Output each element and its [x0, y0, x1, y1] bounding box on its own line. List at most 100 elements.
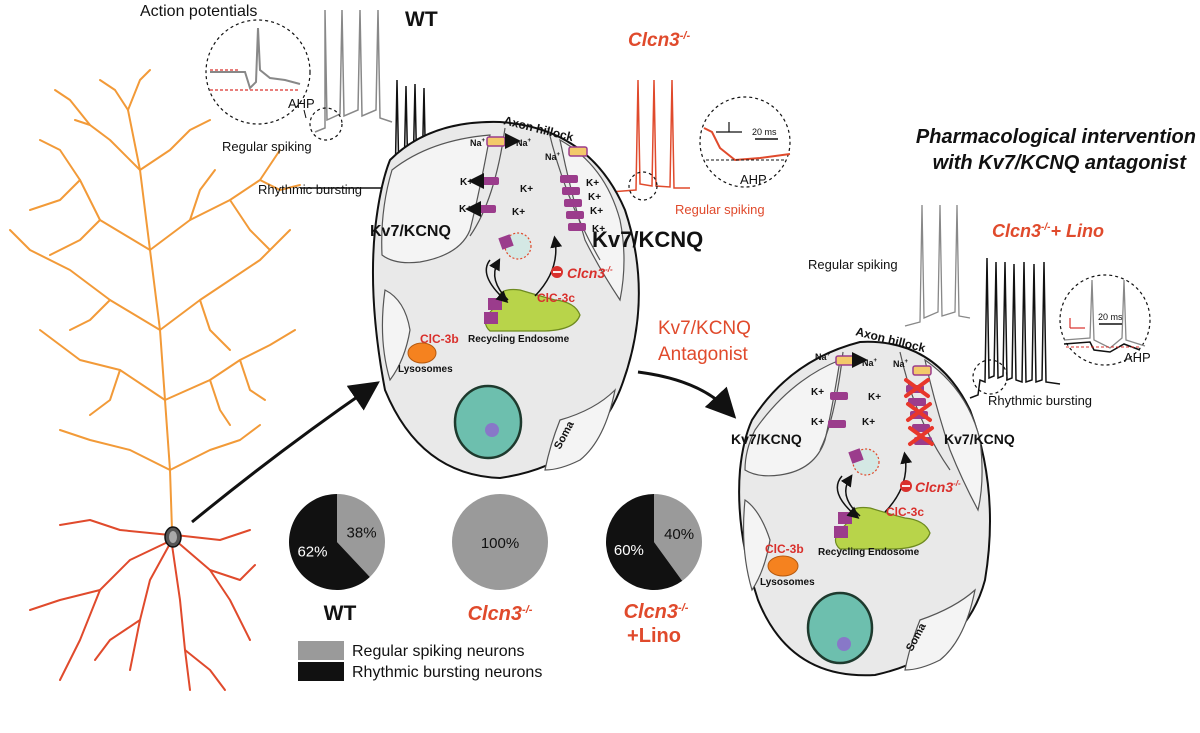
- pie-charts: 38% 62% 100% 40% 60%: [289, 494, 703, 591]
- cell2-lysosomes-label: Lysosomes: [760, 577, 815, 588]
- pie2-label: Clcn3-/-: [468, 603, 533, 625]
- pharm-regular-trace: [904, 204, 971, 327]
- cell2-dendrite-left: [744, 359, 841, 477]
- pharm-regular-spiking-label: Regular spiking: [808, 257, 898, 272]
- legend-rhythmic-label: Rhythmic bursting neurons: [352, 664, 542, 681]
- pyramidal-neuron: [9, 69, 301, 691]
- ko-regular-trace: [609, 79, 690, 193]
- cell2-dendrite-right: [924, 358, 983, 512]
- cell1-na-right-inner: Na+: [516, 138, 532, 148]
- pharm-scale-label: 20 ms: [1098, 312, 1123, 322]
- cell1-nucleolus: [485, 423, 499, 437]
- cell1-lysosome: [407, 342, 437, 364]
- cell2-blocked-channel-marks: [904, 378, 934, 446]
- cell1-clcn3-label: Clcn3-/-: [567, 265, 613, 281]
- pie3-rhythmic-slice: [606, 494, 683, 591]
- cell2-endosome-channel-1: [838, 512, 852, 524]
- cell1-traffic-arrow-2: [489, 258, 509, 301]
- cell1-process-lower-left: [381, 289, 411, 382]
- cell2-clc3b-label: ClC-3b: [765, 542, 804, 556]
- cell2-clc3c-label: ClC-3c: [886, 505, 924, 519]
- cell1-na-left: Na+: [470, 138, 486, 148]
- cell1-recycling-endosome: [484, 288, 581, 332]
- antagonist-line2: Antagonist: [658, 344, 749, 365]
- cell1-vesicle-channel: [498, 234, 514, 250]
- cell1-k-8: K+: [592, 224, 605, 235]
- lino-title: Clcn3-/-+ Lino: [992, 221, 1104, 241]
- cell2-na-left: Na+: [815, 352, 831, 362]
- pie1-rhythmic-label: 62%: [297, 544, 327, 561]
- pie1-regular-label: 38%: [347, 524, 377, 541]
- ko-zoom-trace: [703, 127, 791, 162]
- cell2-axon-left-edge: [819, 351, 844, 451]
- wt-zoom-circle: [205, 19, 311, 125]
- pharm-zoom-trace-black: [1063, 341, 1141, 353]
- antagonist-line1: Kv7/KCNQ: [658, 318, 751, 339]
- arrow-neuron-to-cell: [191, 381, 380, 524]
- cell1-recycling-label: Recycling Endosome: [468, 334, 570, 345]
- cell1-k-4: K+: [512, 207, 525, 218]
- pharm-title-line2: with Kv7/KCNQ antagonist: [933, 152, 1188, 174]
- pie1-regular-slice: [337, 494, 386, 577]
- neuron-nucleus: [169, 531, 177, 543]
- ko-zoom-circle: [699, 96, 791, 188]
- cell2-clcn3-label: Clcn3-/-: [915, 479, 961, 495]
- cell2-na-inner: Na+: [862, 358, 878, 368]
- legend-regular-label: Regular spiking neurons: [352, 643, 525, 660]
- cell2-kv-right-label: Kv7/KCNQ: [944, 431, 1015, 447]
- pie3-label-line2: +Lino: [627, 625, 681, 647]
- cell1-dendrite-left: [381, 134, 491, 264]
- apical-dendrites: [9, 69, 301, 531]
- pie3-rhythmic-label: 60%: [614, 542, 644, 559]
- pie3-regular-label: 40%: [664, 526, 694, 543]
- ko-title: Clcn3-/-: [628, 30, 690, 51]
- cell1-k-7: K+: [590, 206, 603, 217]
- pie1-label: WT: [324, 602, 357, 625]
- pharm-zoom-trace-gray: [1063, 279, 1146, 349]
- cell2-process-lower-right: [904, 588, 976, 671]
- pharm-small-circle: [972, 359, 1008, 395]
- wt-rhythmic-bursting-label: Rhythmic bursting: [258, 182, 362, 197]
- cell1-process-lower-right: [544, 388, 616, 471]
- cell2-na-right: Na+: [893, 359, 909, 369]
- cell1-axon-right-edge: [547, 127, 601, 261]
- pie2-regular-label: 100%: [481, 535, 519, 552]
- ko-regular-spiking-label: Regular spiking: [675, 202, 765, 217]
- cell2-k-2: K+: [811, 417, 824, 428]
- pharm-ahp-label: AHP: [1124, 350, 1151, 365]
- wt-ahp-label: AHP: [288, 96, 315, 111]
- cell1-endosome-channel-2: [484, 312, 498, 324]
- cell-wt-ko: Axon hillock Na+ Na+ Na+ K+ K+ K+ K+ K+ …: [370, 113, 703, 480]
- cell1-clc3c-label: ClC-3c: [537, 291, 575, 305]
- cell2-k-1: K+: [811, 387, 824, 398]
- cell1-clc3b-label: ClC-3b: [420, 332, 459, 346]
- pharm-burst-trace: [969, 257, 1061, 399]
- cell2-recycling-label: Recycling Endosome: [818, 547, 920, 558]
- cell1-k-1: K+: [460, 177, 473, 188]
- wt-regular-trace: [314, 9, 393, 133]
- cell2-vesicle-channel: [848, 448, 864, 464]
- cell2-k-3: K+: [868, 392, 881, 403]
- pie3-regular-slice: [654, 494, 703, 581]
- pie1-rhythmic-slice: [289, 494, 370, 590]
- wt-small-circle: [309, 107, 343, 141]
- cell1-k-2: K+: [459, 204, 472, 215]
- cell1-k-6: K+: [588, 192, 601, 203]
- pharm-rhythmic-bursting-label: Rhythmic bursting: [988, 393, 1092, 408]
- pie2-full-slice: [452, 494, 548, 590]
- cell2-nucleus: [806, 591, 874, 665]
- wt-zoom-trace: [210, 27, 301, 90]
- cell2-kv-left-label: Kv7/KCNQ: [731, 431, 802, 447]
- cell2-lysosome: [767, 555, 799, 577]
- pharm-title-line1: Pharmacological intervention: [916, 126, 1196, 148]
- cell1-kv-right-label: Kv7/KCNQ: [592, 227, 703, 252]
- cell1-lysosomes-label: Lysosomes: [398, 364, 453, 375]
- cell1-kv-left-label: Kv7/KCNQ: [370, 223, 451, 240]
- ko-ahp-label: AHP: [740, 172, 767, 187]
- cell1-endosome-channel-1: [488, 298, 502, 310]
- ko-scale-label: 20 ms: [752, 127, 777, 137]
- cell1-na-right: Na+: [545, 152, 561, 162]
- legend-regular-swatch: [298, 641, 344, 660]
